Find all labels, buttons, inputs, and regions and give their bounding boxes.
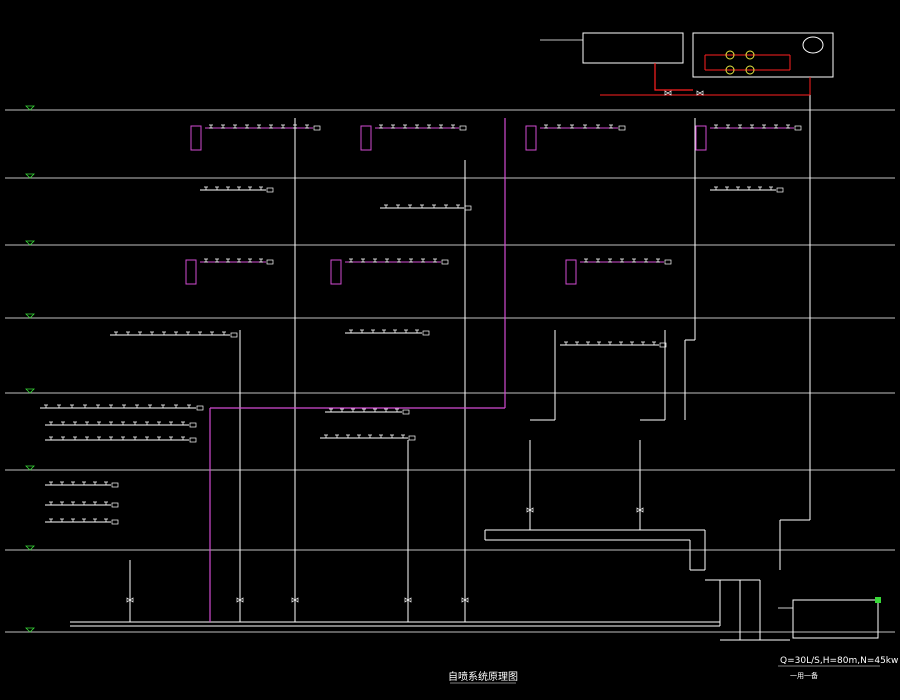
elevation-mark-icon: [25, 240, 35, 246]
pump-formula-sub: 一用一备: [790, 671, 818, 680]
elevation-mark-icon: [25, 388, 35, 394]
floor-lines: [5, 105, 895, 633]
diagram-title: 自喷系统原理图: [448, 670, 518, 683]
sprinkler-branch: [330, 258, 449, 285]
sprinkler-branch: [560, 341, 667, 348]
water-flow-indicator-icon: [408, 435, 416, 441]
water-flow-indicator-icon: [189, 422, 197, 428]
sprinkler-branch: [320, 434, 416, 441]
risers: [70, 95, 811, 641]
sprinkler-branch: [45, 421, 197, 428]
sprinkler-branch: [695, 124, 802, 151]
sprinkler-branch: [565, 258, 672, 285]
sprinkler-branch: [325, 408, 410, 415]
tank-icon: [802, 36, 824, 54]
water-flow-indicator-icon: [266, 187, 274, 193]
water-flow-indicator-icon: [402, 409, 410, 415]
elevation-mark-icon: [25, 313, 35, 319]
sprinkler-branch: [45, 436, 197, 443]
elevation-mark-icon: [25, 545, 35, 551]
water-flow-indicator-icon: [313, 125, 321, 131]
water-flow-indicator-icon: [189, 437, 197, 443]
pump-room: [778, 597, 881, 639]
water-flow-indicator-icon: [441, 259, 449, 265]
pump-icon: [745, 65, 755, 75]
water-flow-indicator-icon: [422, 330, 430, 336]
sprinkler-branch: [345, 329, 430, 336]
sprinkler-branch: [110, 331, 238, 338]
sprinkler-branch: [200, 186, 274, 193]
water-flow-indicator-icon: [266, 259, 274, 265]
water-flow-indicator-icon: [794, 125, 802, 131]
sprinkler-branch: [360, 124, 467, 151]
sprinkler-branch: [525, 124, 626, 151]
elevation-mark-icon: [25, 465, 35, 471]
water-flow-indicator-icon: [459, 125, 467, 131]
supply-pipe: [209, 118, 506, 622]
sprinkler-branch: [185, 258, 274, 285]
sprinkler-branch: [380, 204, 472, 211]
pump-formula: Q=30L/S,H=80m,N=45kw: [780, 656, 898, 666]
elevation-mark-icon: [25, 173, 35, 179]
sprinkler-branch: [45, 481, 119, 488]
water-flow-indicator-icon: [464, 205, 472, 211]
sprinkler-branch: [40, 404, 204, 411]
sprinkler-branches: [40, 124, 802, 603]
sprinkler-branch: [190, 124, 321, 151]
water-flow-indicator-icon: [196, 405, 204, 411]
water-flow-indicator-icon: [111, 482, 119, 488]
sprinkler-branch: [45, 501, 119, 508]
water-flow-indicator-icon: [230, 332, 238, 338]
water-flow-indicator-icon: [664, 259, 672, 265]
water-flow-indicator-icon: [111, 502, 119, 508]
water-flow-indicator-icon: [618, 125, 626, 131]
water-flow-indicator-icon: [111, 519, 119, 525]
pump-icon: [725, 50, 735, 60]
sprinkler-branch: [710, 186, 784, 193]
pump-icon: [725, 65, 735, 75]
elevation-mark-icon: [25, 627, 35, 633]
water-flow-indicator-icon: [776, 187, 784, 193]
roof-equipment: [540, 32, 834, 96]
sprinkler-branch: [45, 518, 119, 525]
elevation-mark-icon: [25, 105, 35, 111]
pump-icon: [745, 50, 755, 60]
